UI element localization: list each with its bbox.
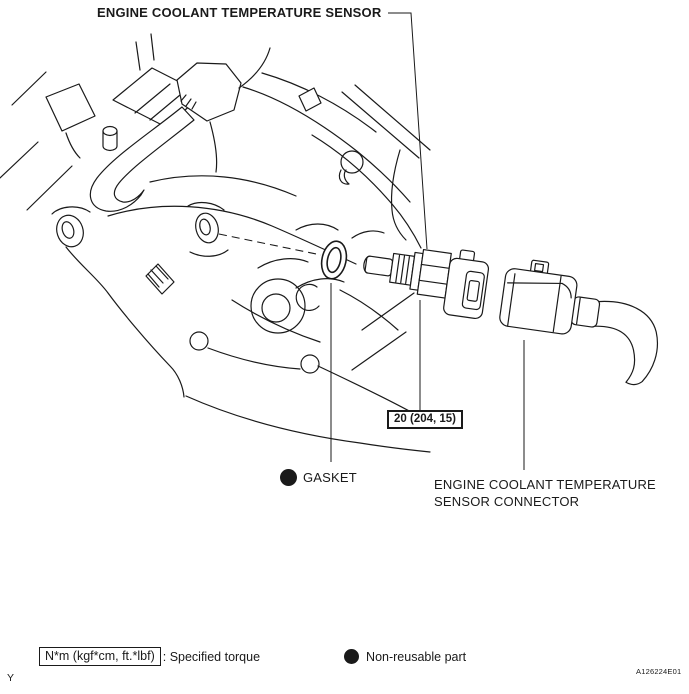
torque-caption: : Specified torque [162, 649, 261, 664]
legend: N*m (kgf*cm, ft.*lbf) : Specified torque… [39, 647, 466, 666]
gasket-ring [320, 240, 348, 280]
gasket-label: GASKET [280, 469, 357, 486]
non-reusable-caption: Non-reusable part [366, 649, 467, 664]
non-reusable-legend: Non-reusable part [344, 649, 466, 664]
torque-spec-value: 20 (204, 15) [394, 413, 457, 425]
connector-label-line1: ENGINE COOLANT TEMPERATURE [434, 477, 656, 492]
coolant-temp-sensor-art [363, 248, 490, 320]
non-reusable-part-icon [344, 649, 360, 664]
sensor-label-leader [388, 12, 428, 250]
leader-lines [330, 12, 525, 470]
torque-spec-box: 20 (204, 15) [387, 410, 464, 429]
non-reusable-part-icon [280, 469, 297, 486]
insertion-axis-dashed-line [218, 233, 322, 256]
gasket-label-text: GASKET [303, 470, 357, 485]
sensor-label: ENGINE COOLANT TEMPERATURE SENSOR [97, 5, 382, 20]
page-marker: Y [7, 672, 15, 684]
connector-label-line2: SENSOR CONNECTOR [434, 494, 580, 509]
torque-units-box: N*m (kgf*cm, ft.*lbf) [39, 647, 161, 666]
engine-block-art [0, 33, 431, 453]
connector-art [499, 259, 658, 386]
figure-code: A126224E01 [636, 667, 682, 676]
connector-label: ENGINE COOLANT TEMPERATURE SENSOR CONNEC… [434, 476, 656, 510]
